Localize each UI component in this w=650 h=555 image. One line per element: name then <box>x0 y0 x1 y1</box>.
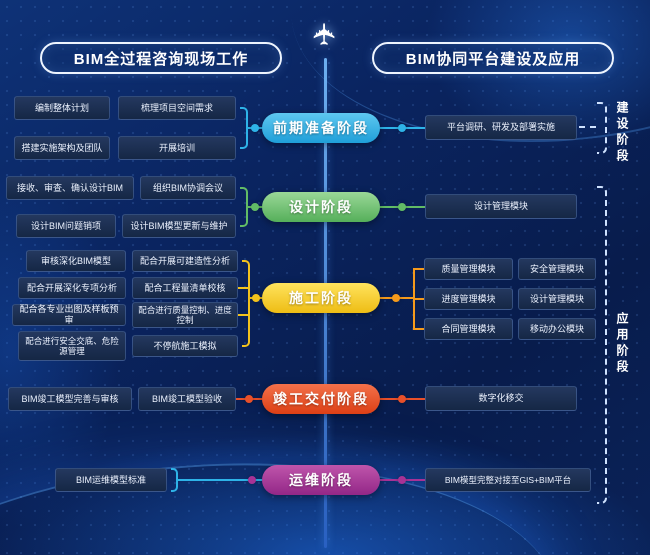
background-swoosh <box>0 440 571 555</box>
task-box: 设计BIM问题销项 <box>16 214 116 238</box>
task-box: 配合各专业出图及样板预审 <box>12 304 126 326</box>
task-box: 不停航施工模拟 <box>132 335 238 357</box>
connector-dot <box>398 203 406 211</box>
connector-bracket <box>242 260 250 347</box>
connector-dot <box>245 395 253 403</box>
apply-stage-label: 应用阶段 <box>615 312 629 376</box>
task-box: BIM竣工模型完善与审核 <box>8 387 132 411</box>
connector-dot <box>251 203 259 211</box>
task-box: 配合开展可建造性分析 <box>132 250 238 272</box>
dashed-connector <box>579 126 596 128</box>
airplane-icon: ✈ <box>308 21 342 47</box>
module-box: 质量管理模块 <box>424 258 513 280</box>
task-box: 开展培训 <box>118 136 236 160</box>
connector-dot <box>248 476 256 484</box>
connector-stub <box>415 268 424 270</box>
phase-pill-preparation: 前期准备阶段 <box>262 113 380 143</box>
connector-dot <box>251 124 259 132</box>
left-section-title: BIM全过程咨询现场工作 <box>40 42 282 74</box>
module-box: 安全管理模块 <box>518 258 596 280</box>
phase-pill-design: 设计阶段 <box>262 192 380 222</box>
connector-dot <box>398 124 406 132</box>
task-box: 配合工程量清单校核 <box>132 277 238 299</box>
connector-dot <box>398 395 406 403</box>
task-box: BIM运维模型标准 <box>55 468 167 492</box>
connector-dot <box>398 476 406 484</box>
task-box: 搭建实施架构及团队 <box>14 136 110 160</box>
connector-bracket <box>171 468 178 492</box>
task-box: 配合开展深化专项分析 <box>18 277 126 299</box>
module-box: 移动办公模块 <box>518 318 596 340</box>
phase-pill-construction: 施工阶段 <box>262 283 380 313</box>
module-box: 合同管理模块 <box>424 318 513 340</box>
build-stage-label: 建设阶段 <box>615 101 629 165</box>
connector-dot <box>392 294 400 302</box>
module-box: 设计管理模块 <box>518 288 596 310</box>
apply-stage-bracket <box>597 186 607 504</box>
connector-stub <box>415 298 424 300</box>
task-box: 设计BIM模型更新与维护 <box>122 214 236 238</box>
module-box: 设计管理模块 <box>425 194 577 219</box>
task-box: 接收、审查、确认设计BIM <box>6 176 134 200</box>
phase-pill-operation: 运维阶段 <box>262 465 380 495</box>
connector-stub <box>238 314 250 316</box>
module-box: BIM模型完整对接至GIS+BIM平台 <box>425 468 591 492</box>
platform-box: 平台调研、研发及部署实施 <box>425 115 577 140</box>
build-stage-bracket <box>597 102 607 154</box>
task-box: 编制整体计划 <box>14 96 110 120</box>
task-box: 组织BIM协调会议 <box>140 176 236 200</box>
module-box: 进度管理模块 <box>424 288 513 310</box>
task-box: BIM竣工模型验收 <box>138 387 236 411</box>
module-box: 数字化移交 <box>425 386 577 411</box>
task-box: 审核深化BIM模型 <box>26 250 126 272</box>
connector-stub <box>415 328 424 330</box>
right-section-title: BIM协同平台建设及应用 <box>372 42 614 74</box>
phase-pill-handover: 竣工交付阶段 <box>262 384 380 414</box>
connector-stub <box>238 287 250 289</box>
connector-bracket <box>413 268 415 330</box>
task-box: 配合进行质量控制、进度控制 <box>132 302 238 328</box>
task-box: 配合进行安全交底、危险源管理 <box>18 331 126 361</box>
connector-dot <box>252 294 260 302</box>
task-box: 梳理项目空间需求 <box>118 96 236 120</box>
